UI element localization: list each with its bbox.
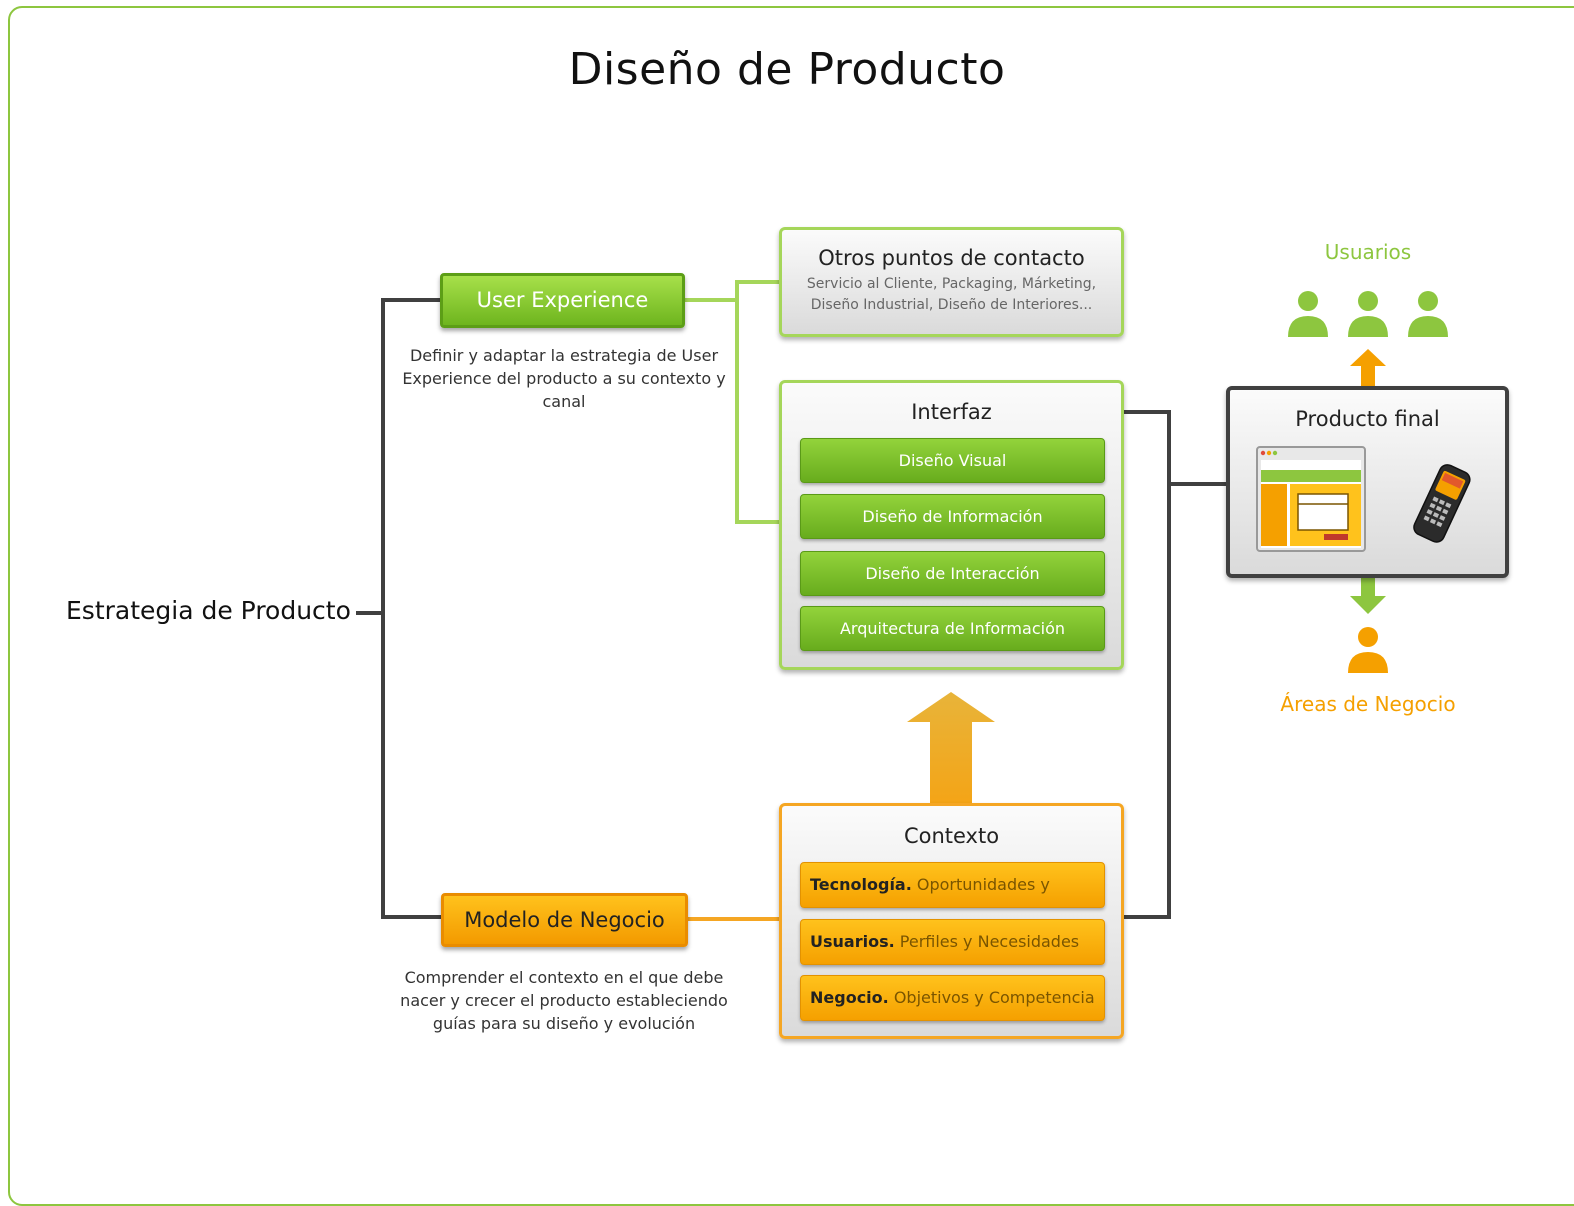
interface-item-information-architecture: Arquitectura de Información: [800, 606, 1105, 651]
person-icon: [1288, 291, 1328, 337]
business-model-box: Modelo de Negocio: [441, 893, 688, 947]
context-panel: Contexto Tecnología. Oportunidades y Lím…: [779, 803, 1124, 1039]
browser-window-icon: [1256, 446, 1366, 552]
arrow-up-icon: [907, 692, 995, 805]
bm-desc-line: guías para su diseño y evolución: [432, 1014, 696, 1033]
bm-desc-line: nacer y crecer el producto estableciendo: [400, 991, 728, 1010]
context-item-business: Negocio. Objetivos y Competencia: [800, 975, 1105, 1021]
ux-desc-line: Definir y adaptar la estrategia de User: [409, 346, 719, 365]
users-label: Usuarios: [1324, 240, 1412, 264]
other-touchpoints-title: Otros puntos de contacto: [818, 246, 1085, 270]
touchpoints-line: Servicio al Cliente, Packaging, Márketin…: [806, 276, 1097, 292]
ux-desc-line: canal: [542, 392, 586, 411]
context-title: Contexto: [903, 824, 1000, 848]
page-title: Diseño de Producto: [568, 44, 1006, 95]
mobile-phone-icon: [1413, 464, 1471, 543]
touchpoints-line: Diseño Industrial, Diseño de Interiores.…: [810, 297, 1093, 313]
user-experience-description: Definir y adaptar la estrategia de User …: [400, 344, 728, 413]
interface-item-interaction-design: Diseño de Interacción: [800, 551, 1105, 596]
other-touchpoints-subtitle: Servicio al Cliente, Packaging, Márketin…: [782, 274, 1121, 316]
interface-title: Interfaz: [911, 400, 992, 424]
business-model-label: Modelo de Negocio: [464, 908, 665, 932]
final-product-panel: Producto final: [1226, 386, 1509, 578]
context-item-strong: Usuarios.: [810, 932, 895, 951]
user-experience-label: User Experience: [476, 288, 649, 312]
final-product-title: Producto final: [1295, 407, 1440, 431]
business-model-description: Comprender el contexto en el que debe na…: [396, 966, 732, 1035]
ux-desc-line: Experience del producto a su contexto y: [402, 369, 726, 388]
other-touchpoints-panel: Otros puntos de contacto Servicio al Cli…: [779, 227, 1124, 337]
context-item-strong: Tecnología.: [810, 875, 912, 894]
business-areas-label: Áreas de Negocio: [1280, 692, 1456, 716]
strategy-label: Estrategia de Producto: [66, 596, 351, 625]
person-icon: [1348, 291, 1388, 337]
users-icons: [1288, 291, 1448, 337]
interface-item-visual-design: Diseño Visual: [800, 438, 1105, 483]
context-item-soft: Perfiles y Necesidades: [899, 932, 1080, 951]
context-item-soft: Objetivos y Competencia: [893, 988, 1095, 1007]
context-item-strong: Negocio.: [810, 988, 889, 1007]
person-icon: [1408, 291, 1448, 337]
arrow-up-icon: [1350, 349, 1386, 386]
business-person-icon: [1348, 627, 1388, 673]
interface-item-information-design: Diseño de Información: [800, 494, 1105, 539]
context-item-technology: Tecnología. Oportunidades y Límites: [800, 862, 1105, 938]
bm-desc-line: Comprender el contexto en el que debe: [404, 968, 724, 987]
interface-panel: Interfaz Diseño Visual Diseño de Informa…: [779, 380, 1124, 670]
arrow-down-icon: [1350, 578, 1386, 614]
user-experience-box: User Experience: [440, 273, 685, 328]
person-icon: [1348, 627, 1388, 673]
context-item-users: Usuarios. Perfiles y Necesidades: [800, 919, 1105, 965]
